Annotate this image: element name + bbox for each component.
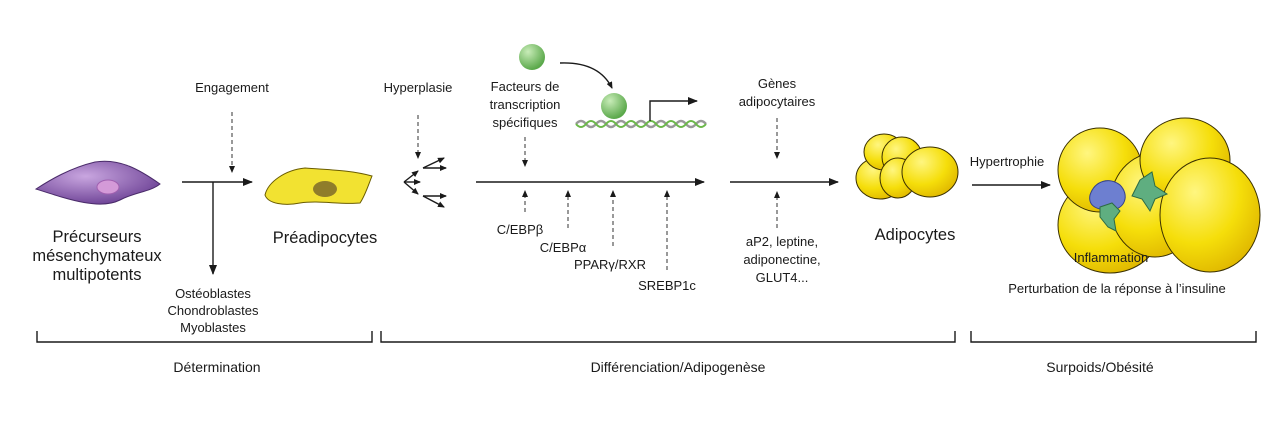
adipocytes-cluster-icon — [855, 133, 959, 200]
phase-obesity: Surpoids/Obésité — [1046, 359, 1154, 375]
proliferation-arrows — [403, 157, 447, 208]
inflammation-label: Inflammation — [1074, 250, 1148, 265]
tf-label-2: transcription — [490, 97, 561, 112]
precursor-label-1: Précurseurs — [53, 228, 142, 246]
genes-label-1: Gènes — [758, 76, 797, 91]
preadipocyte-cell-icon — [264, 167, 373, 205]
hypertrophic-adipocytes-icon — [1057, 117, 1261, 274]
precursor-label-2: mésenchymateux — [32, 247, 162, 265]
immune-cell-icon — [1131, 171, 1169, 213]
genes-label-2: adipocytaires — [739, 94, 816, 109]
precursor-label-3: multipotents — [53, 266, 142, 284]
hyperplasia-label: Hyperplasie — [384, 80, 453, 95]
precursor-cell-icon — [34, 160, 161, 205]
phase-determination: Détermination — [173, 359, 260, 375]
markers-label-3: GLUT4... — [756, 270, 809, 285]
markers-label-2: adiponectine, — [743, 252, 820, 267]
transcription-factor-icon — [519, 44, 545, 70]
immune-cell-icon — [1099, 202, 1121, 232]
lineage-chondroblasts: Chondroblastes — [167, 303, 259, 318]
lineage-myoblasts: Myoblastes — [180, 320, 246, 335]
hypertrophy-label: Hypertrophie — [970, 154, 1044, 169]
bracket-overweight — [970, 331, 1257, 343]
regulator-cebpa: C/EBPα — [540, 240, 587, 255]
regulator-cebpb: C/EBPβ — [497, 222, 544, 237]
lineage-osteoblasts: Ostéoblastes — [175, 286, 251, 301]
regulator-pparg-rxr: PPARγ/RXR — [574, 257, 646, 272]
macrophage-icon — [1089, 180, 1126, 211]
tf-label-1: Facteurs de — [491, 79, 560, 94]
preadipocyte-label: Préadipocytes — [273, 229, 378, 247]
engagement-label: Engagement — [195, 80, 269, 95]
bracket-differentiation — [380, 331, 956, 343]
tf-label-3: spécifiques — [492, 115, 558, 130]
markers-label-1: aP2, leptine, — [746, 234, 818, 249]
dna-icon — [575, 119, 707, 129]
bound-transcription-factor-icon — [601, 93, 627, 119]
bracket-determination — [36, 331, 373, 343]
insulin-resistance-label: Perturbation de la réponse à l’insuline — [1008, 281, 1226, 296]
regulator-srebp1c: SREBP1c — [638, 278, 696, 293]
promoter-arrow — [649, 97, 698, 121]
binding-arrow — [559, 62, 613, 89]
adipocytes-label: Adipocytes — [875, 226, 956, 244]
phase-differentiation: Différenciation/Adipogenèse — [591, 359, 766, 375]
